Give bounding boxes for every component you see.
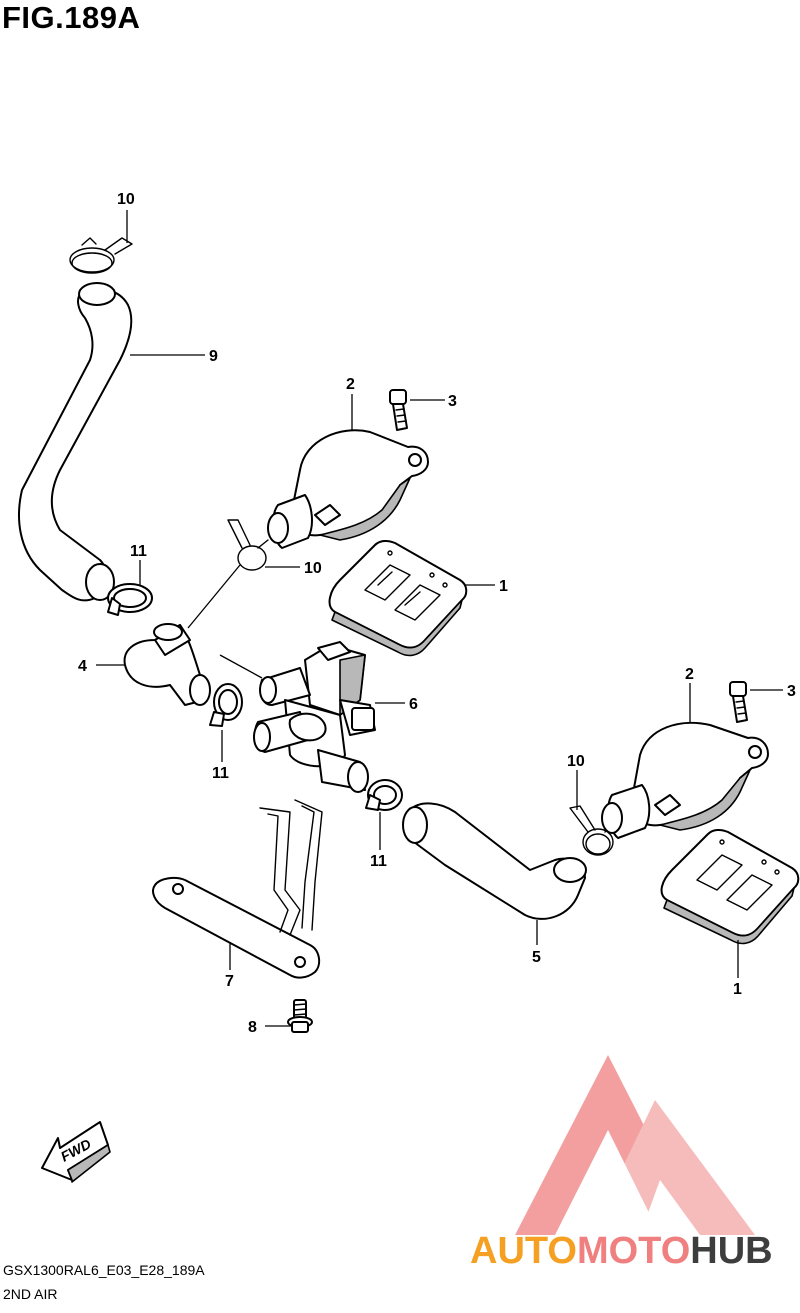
part-11-clamp-center[interactable] bbox=[209, 683, 243, 727]
part-10-clip-top[interactable] bbox=[69, 237, 133, 274]
part-8-bolt[interactable] bbox=[287, 999, 313, 1033]
part-9-hose[interactable] bbox=[18, 282, 133, 602]
callout-8: 8 bbox=[248, 1019, 257, 1036]
part-1-reed-plate-lower[interactable] bbox=[660, 828, 800, 945]
diagram-code: GSX1300RAL6_E03_E28_189A bbox=[3, 1262, 205, 1278]
callout-2-lower: 2 bbox=[685, 666, 694, 683]
callout-10-top: 10 bbox=[117, 191, 135, 208]
callout-11-right: 11 bbox=[370, 853, 387, 870]
watermark-brand: AUTOMOTOHUB bbox=[470, 1230, 773, 1272]
part-6-air-valve[interactable] bbox=[253, 641, 376, 793]
part-2-cover-lower[interactable] bbox=[601, 721, 769, 839]
part-5-hose[interactable] bbox=[402, 802, 587, 920]
leader-lines bbox=[96, 210, 783, 1027]
part-10-clip-middle[interactable] bbox=[227, 519, 269, 571]
part-7-bracket[interactable] bbox=[152, 799, 323, 979]
part-2-cover-upper[interactable] bbox=[267, 429, 429, 549]
part-3-screw-lower[interactable] bbox=[729, 681, 748, 723]
part-4-elbow-hose[interactable] bbox=[123, 623, 211, 706]
figure-title: FIG.189A bbox=[2, 0, 141, 35]
callout-labels: 10 9 2 3 11 10 1 4 6 11 2 3 10 11 1 7 5 … bbox=[78, 191, 796, 1036]
part-3-screw-upper[interactable] bbox=[389, 389, 408, 431]
callout-1-lower: 1 bbox=[733, 981, 742, 998]
callout-10-middle: 10 bbox=[304, 560, 322, 577]
diagram-name: 2ND AIR bbox=[3, 1286, 58, 1302]
callout-4: 4 bbox=[78, 658, 87, 675]
callout-2-upper: 2 bbox=[346, 376, 355, 393]
callout-5: 5 bbox=[532, 949, 541, 966]
watermark-auto: AUTO bbox=[470, 1230, 577, 1272]
watermark-moto: MOTO bbox=[577, 1230, 690, 1272]
assembly-lines bbox=[187, 564, 263, 679]
callout-3-upper: 3 bbox=[448, 393, 457, 410]
fwd-arrow: FWD bbox=[41, 1121, 111, 1183]
callout-11-left: 11 bbox=[130, 543, 147, 560]
callout-10-right: 10 bbox=[567, 753, 585, 770]
watermark-logo bbox=[515, 1055, 755, 1235]
part-1-reed-plate-upper[interactable] bbox=[328, 539, 468, 657]
callout-3-lower: 3 bbox=[787, 683, 796, 700]
callout-1-upper: 1 bbox=[499, 578, 508, 595]
callout-11-center: 11 bbox=[212, 765, 229, 782]
callout-7: 7 bbox=[225, 973, 234, 990]
watermark-hub: HUB bbox=[690, 1230, 772, 1272]
callout-6: 6 bbox=[409, 696, 418, 713]
part-11-clamp-right[interactable] bbox=[365, 779, 403, 811]
part-11-clamp-left[interactable] bbox=[107, 583, 153, 616]
callout-9: 9 bbox=[209, 348, 218, 365]
